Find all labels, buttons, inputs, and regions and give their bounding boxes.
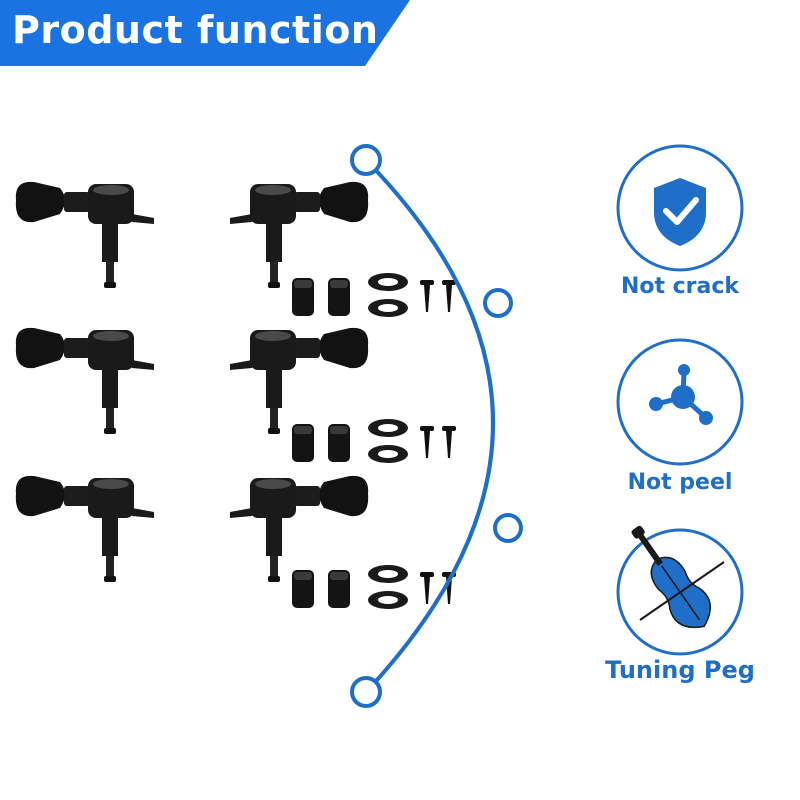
- feature-label-not-peel: Not peel: [627, 470, 733, 495]
- violin-icon: [616, 525, 744, 656]
- molecule-icon: [616, 338, 744, 466]
- tuning-peg-right-3: [230, 475, 369, 582]
- feature-label-tuning-peg: Tuning Peg: [605, 656, 755, 684]
- tuning-peg-left-1: [15, 181, 155, 288]
- tuning-peg-right-2: [230, 327, 369, 434]
- hardware-set-2: [292, 419, 456, 463]
- tuning-peg-left-2: [15, 327, 155, 434]
- shield-check-icon: [616, 144, 744, 272]
- tuning-peg-left-3: [15, 475, 155, 582]
- feature-label-not-crack: Not crack: [620, 274, 740, 299]
- hardware-set-3: [292, 565, 456, 609]
- tuning-peg-right-1: [230, 181, 369, 288]
- connector-arc: [364, 158, 495, 694]
- header-banner: [0, 0, 410, 66]
- banner-title: Product function: [12, 8, 379, 52]
- hardware-set-1: [292, 273, 456, 317]
- arc-nodes: [350, 144, 523, 708]
